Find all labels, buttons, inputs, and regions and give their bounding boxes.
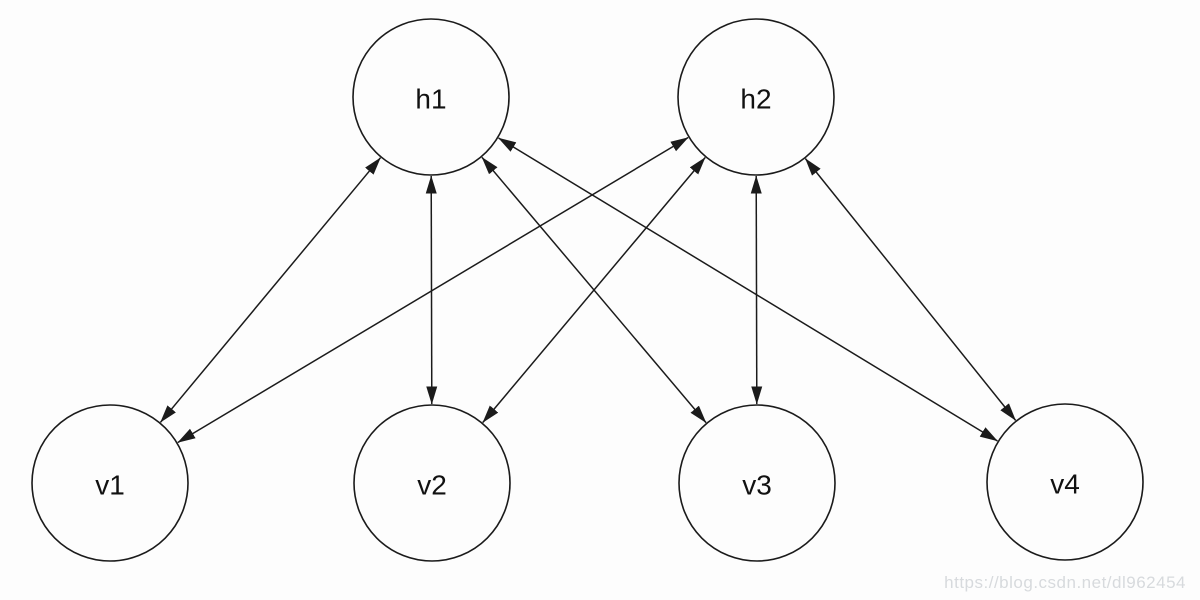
edge-h2-v1: [177, 136, 689, 444]
edge-h1-v4: [498, 137, 998, 442]
node-circle-v4: [986, 403, 1144, 561]
node-label-v1: v1: [95, 470, 125, 501]
node-circle-v2: [353, 404, 511, 562]
node-label-v2: v2: [417, 470, 447, 501]
node-circle-v3: [678, 404, 836, 562]
edge-h2-v3: [750, 175, 763, 405]
node-v3: v3: [678, 404, 836, 562]
node-v4: v4: [986, 403, 1144, 561]
node-label-v3: v3: [742, 470, 772, 501]
edge-h1-v1: [159, 157, 382, 423]
node-v2: v2: [353, 404, 511, 562]
node-circle-v1: [31, 404, 189, 562]
node-v1: v1: [31, 404, 189, 562]
node-label-h2: h2: [740, 84, 771, 115]
edge-h2-v4: [804, 158, 1017, 421]
node-circle-h1: [352, 18, 510, 176]
node-h2: h2: [677, 18, 835, 176]
node-label-v4: v4: [1050, 469, 1080, 500]
edge-h2-v2: [482, 157, 706, 423]
node-circle-h2: [677, 18, 835, 176]
node-label-h1: h1: [415, 84, 446, 115]
node-h1: h1: [352, 18, 510, 176]
